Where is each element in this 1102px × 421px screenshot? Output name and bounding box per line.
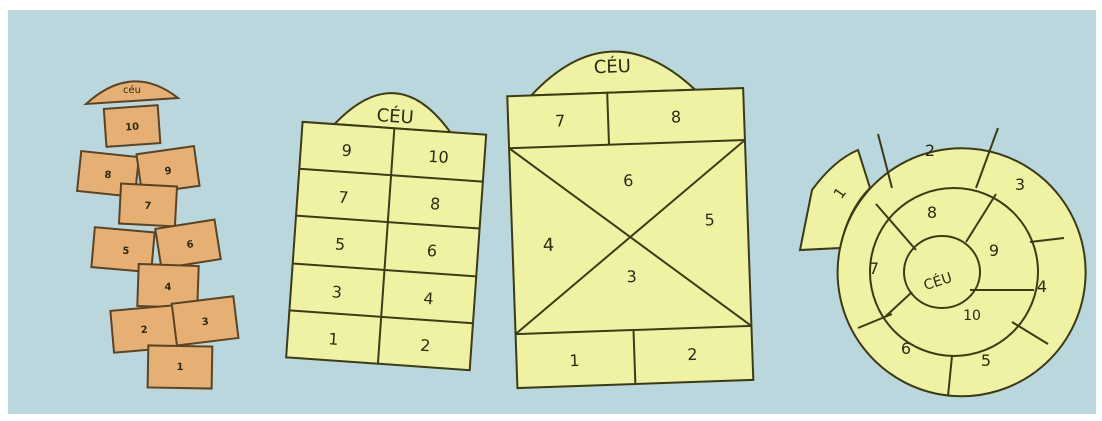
hopscotch-2-square-10: 10 [428, 147, 450, 167]
hopscotch-2-square-7: 7 [338, 188, 349, 208]
svg-text:5: 5 [122, 246, 130, 258]
hopscotch-4-square-5: 5 [981, 351, 991, 370]
svg-text:10: 10 [125, 122, 140, 134]
hopscotch-1-square-7: 7 [119, 184, 177, 227]
hopscotch-1: céu 10 8 9 7 5 6 4 2 [77, 81, 238, 388]
svg-text:1: 1 [176, 362, 183, 373]
hopscotch-3: CÉU 7 8 6 4 5 3 1 2 [506, 47, 753, 388]
hopscotch-2-square-4: 4 [423, 289, 434, 309]
hopscotch-2-square-6: 6 [426, 241, 437, 261]
hopscotch-2-square-9: 9 [341, 141, 352, 161]
hopscotch-3-square-6: 6 [623, 171, 634, 190]
hopscotch-4-square-8: 8 [927, 203, 937, 222]
hopscotch-4-square-7: 7 [869, 259, 879, 278]
hopscotch-2-square-8: 8 [429, 194, 440, 214]
hopscotch-4-square-3: 3 [1015, 175, 1025, 194]
hopscotch-1-square-3: 3 [172, 296, 239, 345]
hopscotch-4-square-2: 2 [925, 141, 935, 160]
hopscotch-2-sky-label: CÉU [376, 104, 415, 129]
hopscotch-1-square-10: 10 [104, 105, 161, 147]
hopscotch-2-square-3: 3 [331, 282, 342, 302]
hopscotch-4: 1 2 3 4 5 6 7 8 9 10 CÉU [800, 128, 1086, 396]
hopscotch-3-square-2: 2 [687, 345, 698, 364]
hopscotch-3-square-4: 4 [542, 235, 554, 256]
hopscotch-4-square-10: 10 [963, 308, 981, 324]
svg-text:7: 7 [144, 201, 152, 212]
hopscotch-2-square-5: 5 [334, 234, 345, 254]
svg-text:2: 2 [140, 325, 148, 337]
hopscotch-3-sky-label: CÉU [593, 55, 631, 78]
svg-text:8: 8 [104, 170, 112, 182]
hopscotch-1-square-6: 6 [155, 220, 221, 269]
illustration-canvas: céu 10 8 9 7 5 6 4 2 [8, 10, 1096, 414]
hopscotch-2: CÉU 9 10 7 8 5 6 3 4 1 2 [286, 87, 488, 370]
svg-text:4: 4 [164, 282, 171, 293]
hopscotch-1-square-1: 1 [148, 345, 213, 388]
hopscotch-3-square-1: 1 [569, 351, 580, 370]
hopscotch-3-square-3: 3 [626, 267, 637, 286]
hopscotch-2-square-1: 1 [328, 329, 339, 349]
hopscotch-3-square-5: 5 [704, 210, 715, 229]
hopscotch-illustration: céu 10 8 9 7 5 6 4 2 [8, 10, 1096, 414]
svg-text:3: 3 [201, 316, 209, 328]
hopscotch-2-square-2: 2 [420, 336, 431, 356]
hopscotch-1-sky-label: céu [123, 84, 141, 96]
hopscotch-4-square-4: 4 [1037, 277, 1047, 296]
hopscotch-3-square-7: 7 [555, 111, 566, 130]
hopscotch-4-square-6: 6 [901, 339, 911, 358]
hopscotch-4-square-9: 9 [989, 241, 999, 260]
hopscotch-3-square-8: 8 [671, 107, 682, 126]
